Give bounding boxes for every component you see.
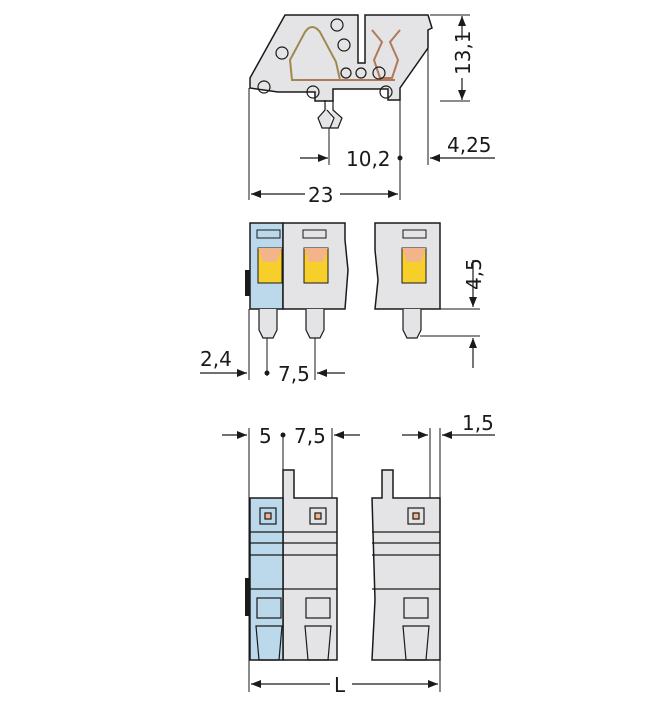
side-contact-spring (371, 29, 401, 79)
dim-pin-length-4-5: 4,5 (462, 258, 486, 290)
side-pin (317, 100, 343, 129)
front-view: 2,4 7,5 4,5 (200, 222, 486, 386)
dim-pin-edge-2-4: 2,4 (200, 347, 232, 371)
top-view: 5 7,5 1,5 (222, 411, 495, 697)
side-clamp-spring (288, 26, 342, 81)
front-spring-windows (256, 229, 427, 284)
dim-pin-offset-10-2: 10,2 (346, 147, 391, 171)
dim-width-23: 23 (308, 183, 333, 207)
top-marker-pole (249, 497, 284, 661)
dim-top-pitch-7-5: 7,5 (294, 424, 326, 448)
dim-pitch-7-5: 7,5 (278, 362, 310, 386)
dim-end-offset-1-5: 1,5 (462, 411, 494, 435)
dim-height-13-1: 13,1 (451, 30, 475, 75)
side-housing (249, 14, 433, 102)
top-release-slots (255, 507, 430, 661)
dim-length-L: L (334, 673, 346, 697)
dim-edge-4-25: 4,25 (447, 133, 492, 157)
side-view: 13,1 10,2 4,25 23 (248, 14, 495, 207)
dim-first-pole-5: 5 (259, 424, 272, 448)
front-pins (258, 309, 422, 339)
